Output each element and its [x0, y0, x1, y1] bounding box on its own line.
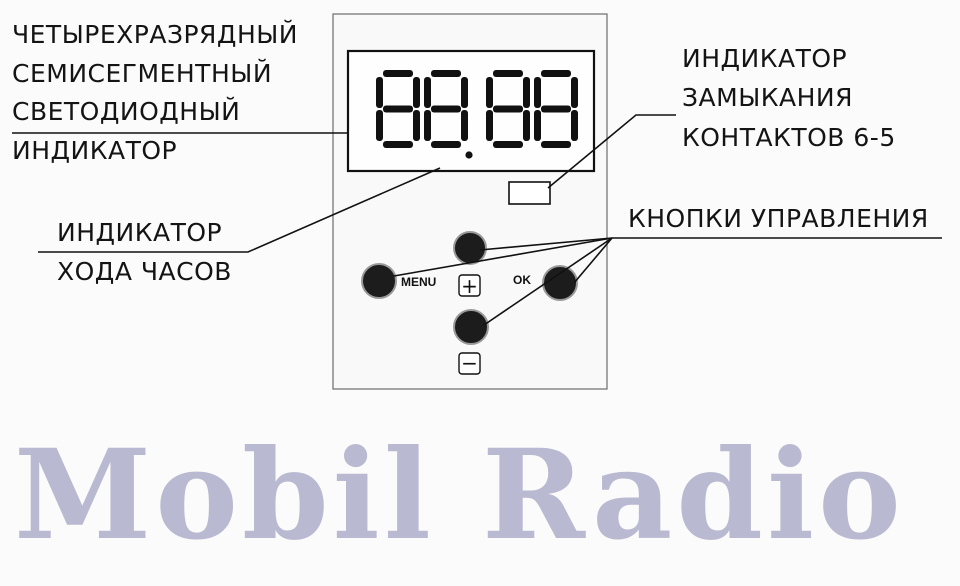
ok-button-label: OK [513, 273, 531, 287]
digit-1-segment-f [376, 77, 383, 108]
digit-1-segment-b [413, 77, 420, 108]
plus-sign-box [458, 274, 481, 297]
digit-1-segment-g [383, 105, 413, 113]
menu-button-label: MENU [401, 275, 436, 289]
clock-label-line-2: ХОДА ЧАСОВ [57, 257, 232, 286]
contact-leader-line [547, 114, 676, 189]
plus-icon: + [461, 274, 478, 298]
digit-2-segment-b [461, 77, 468, 108]
digit-2-segment-d [431, 141, 461, 148]
digit-3-segment-a [493, 70, 523, 77]
clock-dot-indicator [465, 151, 473, 159]
digit-2-segment-a [431, 70, 461, 77]
button-ok[interactable] [542, 265, 578, 301]
digit-4-segment-f [534, 77, 541, 108]
minus-icon: − [461, 351, 478, 375]
leader-to-ok [573, 237, 613, 284]
contact-label-line-3: КОНТАКТОВ 6-5 [682, 123, 896, 152]
display-label-line-1: ЧЕТЫРЕХРАЗРЯДНЫЙ [12, 20, 298, 49]
digit-4-segment-b [571, 77, 578, 108]
button-menu[interactable] [361, 263, 397, 299]
contact-indicator [508, 181, 551, 205]
minus-sign-box [458, 352, 481, 375]
digit-3-segment-d [493, 141, 523, 148]
digit-2-segment-g [431, 105, 461, 113]
buttons-label: КНОПКИ УПРАВЛЕНИЯ [628, 204, 929, 233]
digit-1-segment-c [413, 110, 420, 141]
digit-4-segment-g [541, 105, 571, 113]
digit-2-segment-c [461, 110, 468, 141]
digit-2-segment-f [424, 77, 431, 108]
digit-4-segment-e [534, 110, 541, 141]
seven-segment-digits [376, 70, 578, 148]
button-minus[interactable] [453, 309, 489, 345]
display-label-line-3: СВЕТОДИОДНЫЙ [12, 97, 240, 126]
digit-1-segment-d [383, 141, 413, 148]
display-label-line-4: ИНДИКАТОР [12, 136, 177, 165]
contact-label-line-2: ЗАМЫКАНИЯ [682, 83, 853, 112]
digit-4-segment-a [541, 70, 571, 77]
leader-to-menu [393, 237, 613, 277]
clock-label-line-1: ИНДИКАТОР [57, 218, 222, 247]
digit-3-segment-b [523, 77, 530, 108]
digit-4-segment-d [541, 141, 571, 148]
watermark-text: Mobil Radio [14, 423, 905, 568]
digit-1-segment-a [383, 70, 413, 77]
digit-2-segment-e [424, 110, 431, 141]
digit-3-segment-c [523, 110, 530, 141]
leader-to-minus [483, 237, 613, 326]
digit-3-segment-e [486, 110, 493, 141]
digit-3-segment-f [486, 77, 493, 108]
digit-4-segment-c [571, 110, 578, 141]
display-label-line-2: СЕМИСЕГМЕНТНЫЙ [12, 59, 272, 88]
digit-3-segment-g [493, 105, 523, 113]
button-plus[interactable] [453, 231, 487, 265]
leader-to-plus [479, 237, 613, 251]
digit-1-segment-e [376, 110, 383, 141]
clock-leader-line [38, 167, 441, 253]
contact-label-line-1: ИНДИКАТОР [682, 44, 847, 73]
